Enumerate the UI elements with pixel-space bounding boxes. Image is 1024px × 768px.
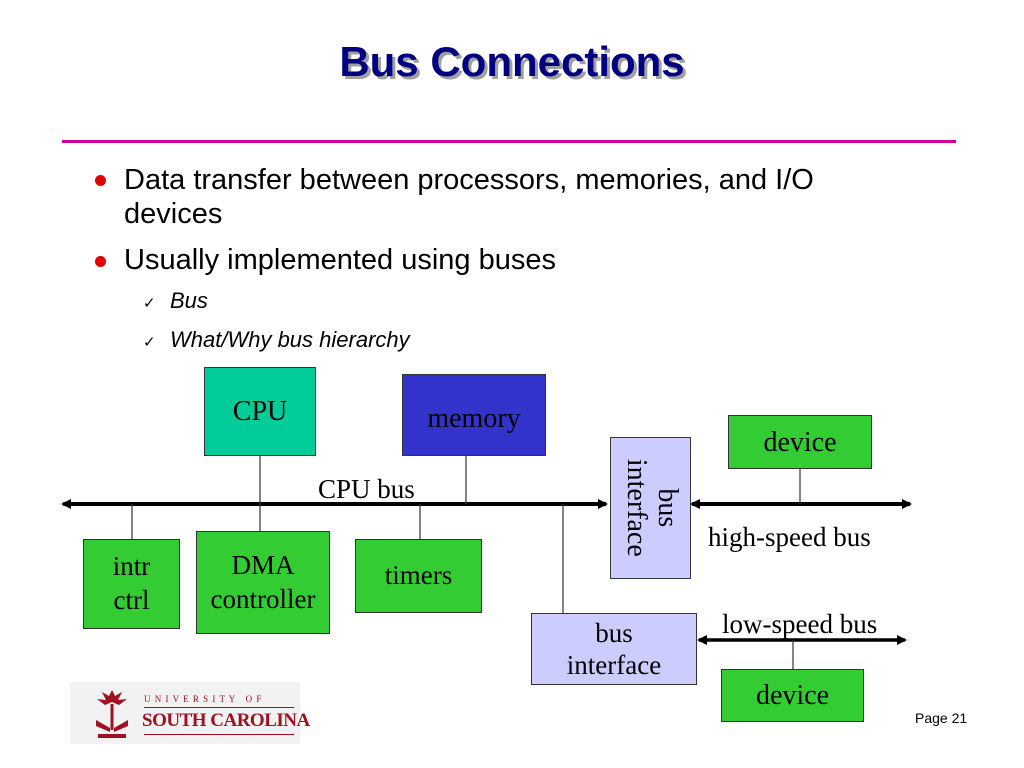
- subbullet-1: Bus: [170, 288, 208, 313]
- university-logo: U N I V E R S I T Y O F SOUTH CAROLINA: [70, 682, 310, 744]
- cpu-bus-label: CPU bus: [318, 474, 415, 504]
- palmetto-icon: [96, 690, 128, 738]
- subbullet-2: What/Why bus hierarchy: [170, 327, 410, 352]
- cpu-box: CPU: [204, 367, 316, 456]
- dma-controller-box: DMA controller: [196, 531, 330, 634]
- high-speed-bus-label: high-speed bus: [708, 522, 871, 552]
- bus-interface-vertical-text: bus interface: [620, 459, 683, 557]
- low-speed-bus-label: low-speed bus: [722, 609, 878, 639]
- bus-interface-vertical-box: bus interface: [610, 437, 691, 579]
- logo-line-2: SOUTH CAROLINA: [142, 710, 310, 731]
- intr-ctrl-line-1: intr: [112, 551, 151, 582]
- check-icon: ✓: [143, 294, 156, 312]
- bus-interface-low-line-2: interface: [566, 650, 662, 680]
- dma-line-2: controller: [210, 583, 316, 614]
- page-number: Page 21: [915, 710, 968, 726]
- logo-line-1: U N I V E R S I T Y O F: [144, 694, 263, 704]
- bullet-dot-1: [95, 175, 106, 186]
- device-high-box: device: [728, 415, 872, 469]
- bullet-2: Usually implemented using buses: [124, 244, 556, 276]
- timers-label: timers: [384, 560, 453, 591]
- bullet-dot-2: [95, 256, 106, 267]
- memory-label: memory: [427, 403, 521, 434]
- cpu-label: CPU: [232, 396, 288, 427]
- title-divider: [62, 140, 956, 143]
- bullet-1-line-2: devices: [124, 198, 223, 230]
- bullet-1-line-1: Data transfer between processors, memori…: [124, 164, 814, 196]
- slide-title: Bus Connections: [339, 38, 685, 85]
- device-low-label: device: [755, 680, 830, 711]
- dma-line-1: DMA: [231, 549, 295, 580]
- intr-ctrl-line-2: ctrl: [113, 585, 150, 615]
- bus-interface-vertical-line-1: bus: [651, 488, 683, 528]
- logo-rule: [144, 707, 294, 708]
- check-icon: ✓: [143, 333, 156, 351]
- logo-rule-bottom: [144, 734, 294, 735]
- bus-interface-low-box: bus interface: [531, 613, 697, 685]
- bus-interface-vertical-line-2: interface: [620, 459, 652, 557]
- device-low-box: device: [721, 669, 864, 722]
- intr-ctrl-box: intr ctrl: [83, 539, 180, 629]
- timers-box: timers: [355, 539, 482, 613]
- memory-box: memory: [402, 374, 546, 456]
- bus-interface-low-line-1: bus: [595, 617, 633, 648]
- device-high-label: device: [763, 426, 837, 458]
